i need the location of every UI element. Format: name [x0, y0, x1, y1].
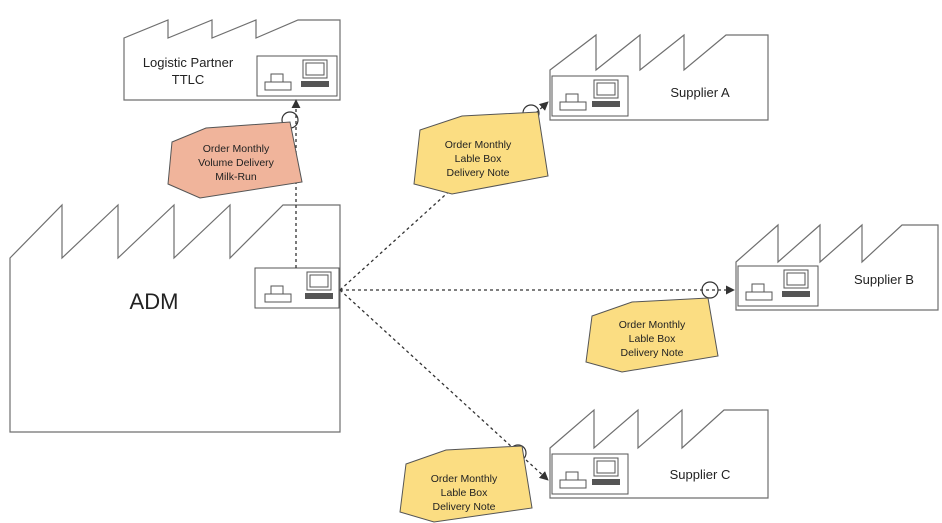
computer-terminal-icon — [256, 55, 338, 97]
connector-circle — [701, 281, 719, 299]
document-supplier-a-line1: Order Monthly — [445, 139, 512, 151]
logistic-partner-factory: Logistic Partner TTLC — [123, 19, 341, 101]
supplier-a-label: Supplier A — [670, 85, 730, 100]
document-logistic: Order Monthly Volume Delivery Milk-Run — [167, 121, 303, 199]
document-supplier-c-line2: Lable Box — [441, 487, 488, 499]
document-supplier-a-line2: Lable Box — [455, 153, 502, 165]
computer-terminal-icon — [737, 265, 819, 307]
document-note-icon — [167, 121, 303, 199]
supplier-b-factory: Supplier B — [735, 223, 939, 311]
supplier-a-factory: Supplier A — [549, 33, 769, 121]
document-logistic-line3: Milk-Run — [215, 171, 257, 183]
document-note-icon — [413, 111, 549, 195]
adm-factory: ADM — [9, 203, 341, 433]
logistic-label-line2: TTLC — [172, 72, 205, 87]
adm-label: ADM — [130, 289, 179, 314]
document-logistic-line2: Volume Delivery — [198, 157, 275, 169]
document-supplier-b-line3: Delivery Note — [620, 347, 683, 359]
supplier-c-factory: Supplier C — [549, 408, 769, 499]
supplier-b-label: Supplier B — [854, 272, 914, 287]
document-supplier-c: Order Monthly Lable Box Delivery Note — [399, 445, 533, 523]
factory-icon — [9, 203, 341, 433]
computer-terminal-icon — [551, 75, 629, 117]
document-note-icon — [585, 297, 719, 373]
document-supplier-b-line1: Order Monthly — [619, 319, 686, 331]
supplier-c-label: Supplier C — [670, 467, 731, 482]
document-supplier-a-line3: Delivery Note — [446, 167, 509, 179]
document-supplier-a: Order Monthly Lable Box Delivery Note — [413, 111, 549, 195]
document-supplier-c-line3: Delivery Note — [432, 501, 495, 513]
logistic-label-line1: Logistic Partner — [143, 55, 234, 70]
computer-terminal-icon — [551, 453, 629, 495]
computer-terminal-icon — [254, 267, 340, 309]
document-supplier-b-line2: Lable Box — [629, 333, 676, 345]
document-supplier-c-line1: Order Monthly — [431, 473, 498, 485]
document-logistic-line1: Order Monthly — [203, 143, 270, 155]
document-note-icon — [399, 445, 533, 523]
document-supplier-b: Order Monthly Lable Box Delivery Note — [585, 297, 719, 373]
flow-to-supplier-a — [339, 101, 549, 291]
